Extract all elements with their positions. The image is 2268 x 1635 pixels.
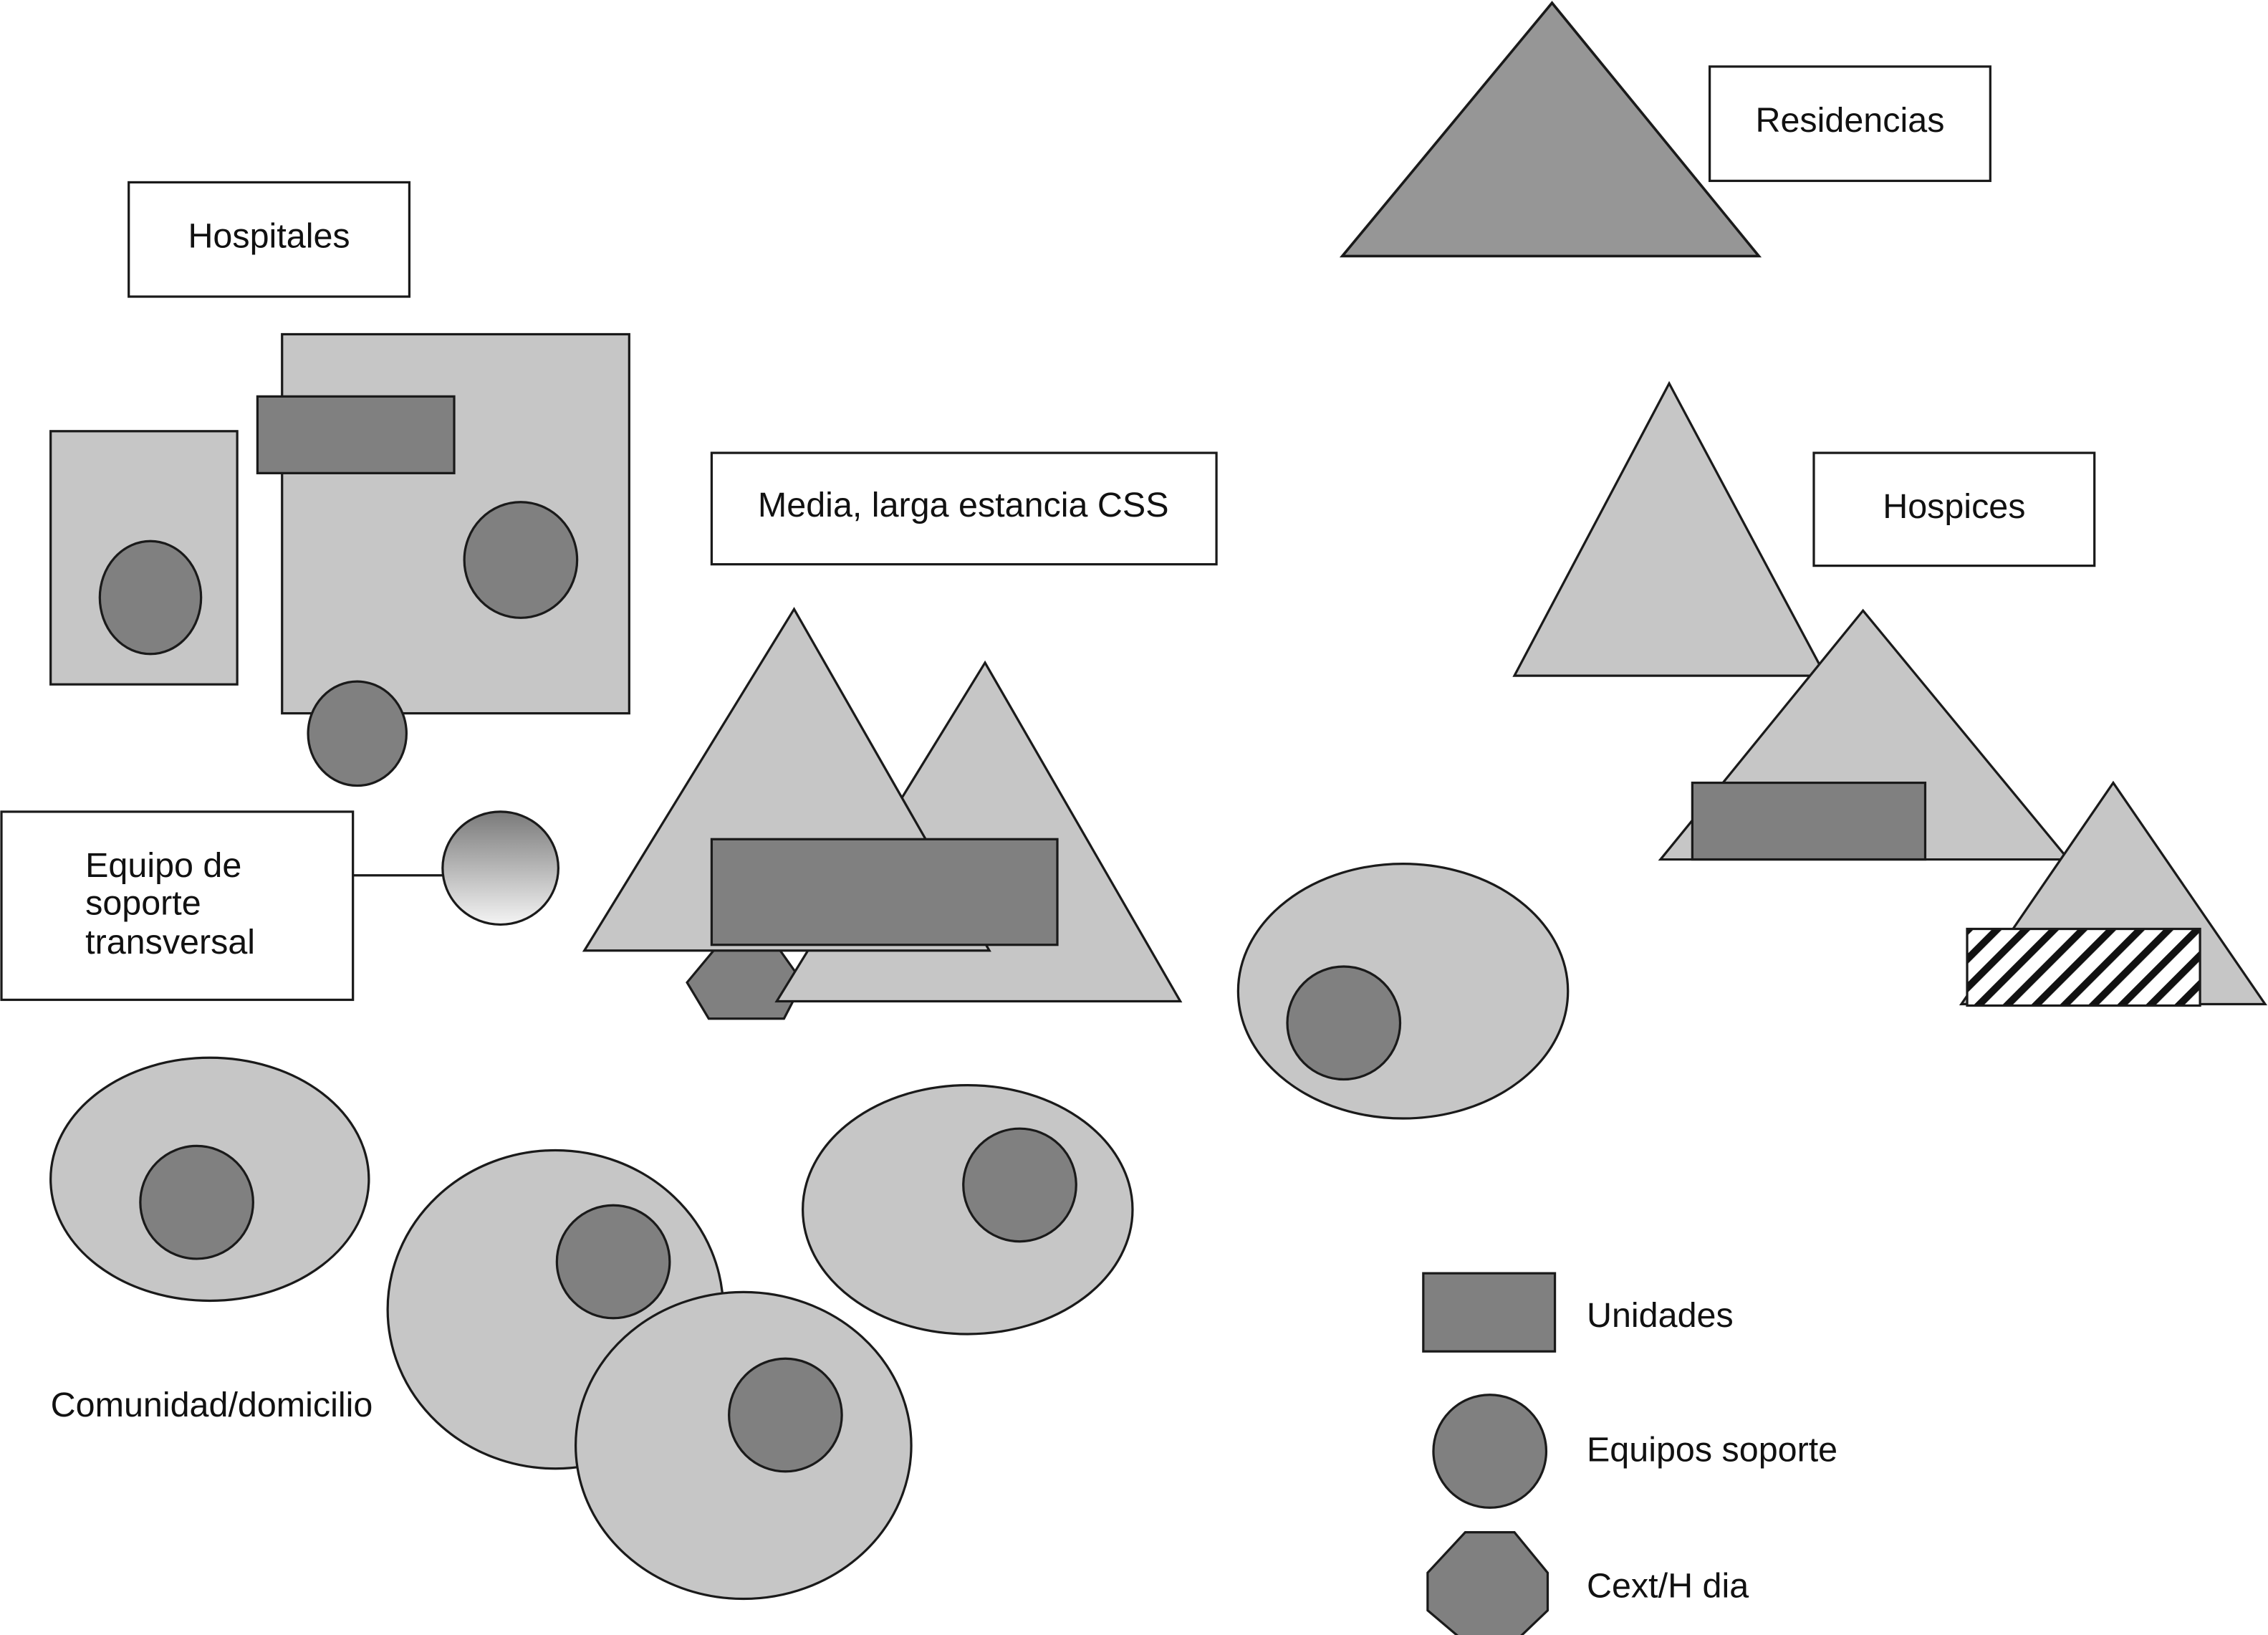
comunidad-ellipse (802, 1083, 1134, 1336)
legend-unidades-label: Unidades (1587, 1296, 1734, 1335)
hospices-label-box (1812, 451, 2096, 567)
equipo-soporte-circle (307, 680, 408, 787)
media-larga-estancia-label-box (710, 451, 1218, 566)
equipo-transversal-label-box (0, 810, 355, 1002)
media-larga-estancia-label: Media, larga estancia CSS (758, 486, 1169, 524)
hospitales-label-box (128, 181, 411, 298)
legend-equipos-soporte-swatch (1432, 1394, 1548, 1509)
legend-unidades-swatch (1422, 1272, 1557, 1353)
legend-cext-hdia-octagon (1426, 1531, 1549, 1635)
equipo-transversal-circle (441, 810, 560, 926)
equipo-soporte-circle (555, 1204, 671, 1320)
hospitales-label: Hospitales (188, 216, 350, 255)
hatched-rectangle (1966, 927, 2201, 1007)
residencias-triangle (1339, 1, 1762, 258)
equipo-soporte-circle (98, 540, 203, 656)
legend-equipos-soporte-label: Equipos soporte (1587, 1431, 1837, 1469)
equipo-soporte-circle (1286, 965, 1402, 1081)
comunidad-domicilio-label: Comunidad/domicilio (51, 1386, 373, 1424)
legend: Unidades Equipos soporte Cext/H dia (1422, 1272, 1837, 1635)
hospice-triangle (1512, 380, 1827, 677)
unidad-rectangle (256, 395, 456, 474)
equipo-transversal-label: Equipo de soporte transversal (85, 846, 255, 962)
equipo-soporte-circle (139, 1144, 254, 1260)
comunidad-ellipse (1236, 863, 1570, 1120)
equipo-soporte-circle (962, 1127, 1077, 1243)
hospital-large (281, 332, 630, 715)
legend-cext-hdia-label: Cext/H dia (1587, 1566, 1749, 1605)
unidad-rectangle (710, 838, 1059, 946)
residencias-label-box (1708, 65, 1991, 183)
equipo-soporte-circle (463, 501, 579, 619)
cext-hdia-octagon (686, 946, 804, 1020)
hospices-label: Hospices (1883, 487, 2025, 526)
equipo-soporte-circle (728, 1357, 843, 1473)
unidad-rectangle (1691, 781, 1927, 861)
residencias-label: Residencias (1756, 101, 1945, 140)
